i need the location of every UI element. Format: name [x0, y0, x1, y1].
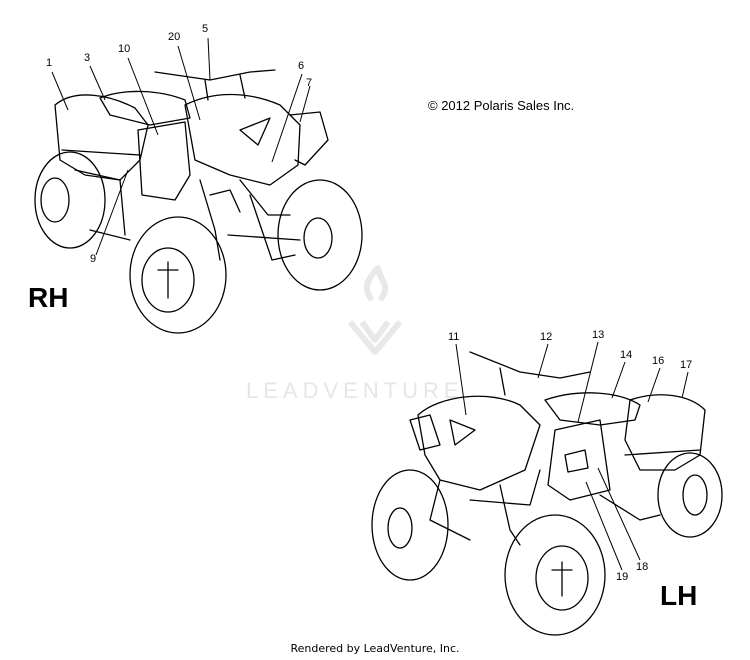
- callout-7: 7: [306, 77, 313, 89]
- callout-11: 11: [448, 331, 460, 343]
- callout-18: 18: [636, 561, 649, 573]
- callout-16: 16: [652, 355, 665, 367]
- callout-17: 17: [680, 359, 693, 371]
- footer-credit: Rendered by LeadVenture, Inc.: [290, 642, 460, 655]
- callout-3: 3: [84, 52, 91, 64]
- watermark-text: LEADVENTURE: [246, 378, 464, 403]
- callout-10: 10: [118, 43, 131, 55]
- lh-view-label: LH: [660, 580, 698, 611]
- callout-5: 5: [202, 23, 209, 35]
- callout-13: 13: [592, 329, 605, 341]
- callout-1: 1: [46, 57, 53, 69]
- copyright-text: © 2012 Polaris Sales Inc.: [428, 98, 575, 113]
- callout-12: 12: [540, 331, 553, 343]
- callout-14: 14: [620, 349, 633, 361]
- callout-19: 19: [616, 571, 629, 583]
- rh-view-label: RH: [28, 282, 69, 313]
- callout-20: 20: [168, 31, 181, 43]
- callout-6: 6: [298, 60, 305, 72]
- callout-9: 9: [90, 253, 97, 265]
